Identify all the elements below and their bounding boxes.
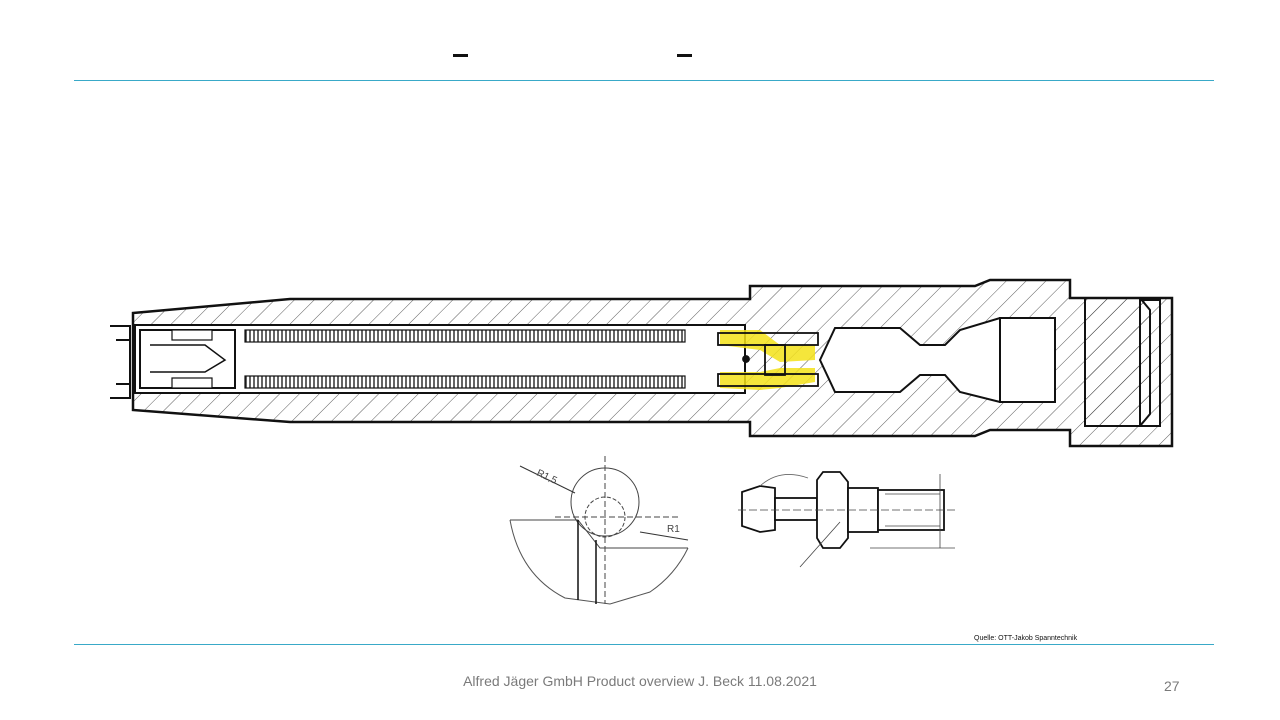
left-end [110, 325, 131, 399]
detail-radius-view [509, 456, 689, 605]
page-number: 27 [1164, 678, 1180, 694]
collet-detail [717, 332, 819, 387]
detail-pull-stud-lines [738, 474, 955, 568]
title-mark-right [677, 54, 692, 57]
inner-bore [134, 324, 746, 394]
source-note: Quelle: OTT-Jakob Spanntechnik [974, 635, 1078, 642]
title-mark-left [453, 54, 468, 57]
label-r15: R1,5 [535, 468, 559, 487]
label-r1: R1 [667, 524, 680, 535]
footer-text: Alfred Jäger GmbH Product overview J. Be… [463, 673, 817, 689]
bottom-divider [74, 644, 1214, 645]
tool-holder [818, 297, 1161, 427]
top-divider [74, 80, 1214, 81]
